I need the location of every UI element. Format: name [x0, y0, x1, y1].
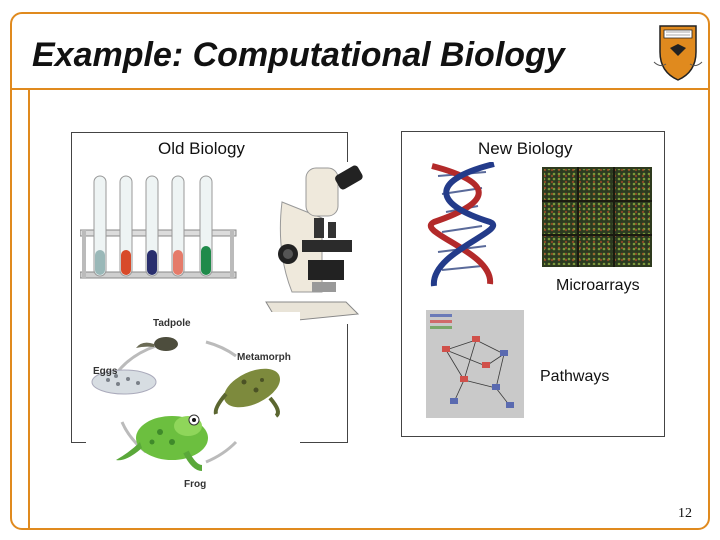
university-shield-logo — [653, 25, 703, 81]
microarray-image — [542, 167, 652, 267]
new-biology-label: New Biology — [478, 139, 573, 158]
page-number: 12 — [678, 506, 692, 521]
tadpole-label: Tadpole — [153, 318, 191, 329]
frog-label: Frog — [184, 479, 207, 490]
microarrays-label: Microarrays — [556, 277, 640, 294]
title-divider — [12, 88, 708, 90]
slide-frame — [10, 12, 710, 530]
old-biology-label: Old Biology — [158, 139, 245, 158]
test-tubes-image — [80, 175, 237, 279]
left-divider — [28, 90, 30, 528]
pathways-label: Pathways — [540, 368, 610, 385]
metamorph-label: Metamorph — [237, 352, 291, 363]
frog-lifecycle-image — [86, 312, 300, 492]
microscope-image — [262, 162, 366, 324]
pathways-network-image — [426, 310, 524, 418]
dna-helix-image — [427, 162, 497, 287]
slide-title: Example: Computational Biology — [32, 36, 565, 74]
eggs-label: Eggs — [93, 366, 118, 377]
